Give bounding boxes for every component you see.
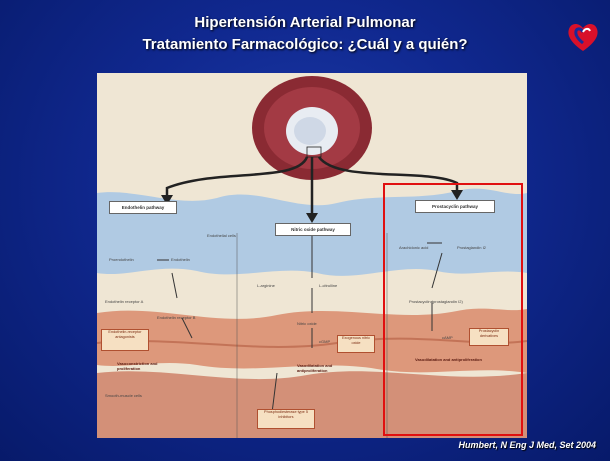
nitric-oxide-effect-label: Vasodilatation and antiproliferation — [297, 363, 363, 373]
slide-title: Hipertensión Arterial Pulmonar — [0, 14, 610, 31]
prostacyclin-highlight-frame — [383, 183, 523, 436]
exogenous-nitric-oxide-box: Exogenous nitric oxide — [337, 335, 375, 353]
smooth-muscle-cells-label: Smooth-muscle cells — [105, 393, 142, 398]
nitric-oxide-pathway-label: Nitric oxide pathway — [275, 223, 351, 236]
l-arginine-label: L-arginine — [257, 283, 275, 288]
l-citrulline-label: L-citrulline — [319, 283, 337, 288]
endothelin-pathway-label: Endothelin pathway — [109, 201, 177, 214]
cgmp-label: cGMP — [319, 339, 330, 344]
endothelial-cells-label: Endothelial cells — [207, 233, 236, 238]
proendothelin-label: Proendothelin — [109, 257, 134, 262]
citation: Humbert, N Eng J Med, Set 2004 — [458, 440, 596, 450]
endothelin-effect-label: Vasoconstriction and proliferation — [117, 361, 181, 371]
endothelin-receptor-a-label: Endothelin receptor A — [105, 299, 143, 304]
endothelin-label: Endothelin — [171, 257, 190, 262]
nitric-oxide-label: Nitric oxide — [297, 321, 317, 326]
pde5-inhibitors-box: Phosphodiesterase type 5 inhibitors — [257, 409, 315, 429]
endothelin-antagonists-box: Endothelin-receptor antagonists — [101, 329, 149, 351]
heart-logo-icon — [566, 20, 600, 54]
endothelin-receptor-b-label: Endothelin receptor B — [157, 315, 195, 320]
slide-subtitle: Tratamiento Farmacológico: ¿Cuál y a qui… — [0, 36, 610, 53]
